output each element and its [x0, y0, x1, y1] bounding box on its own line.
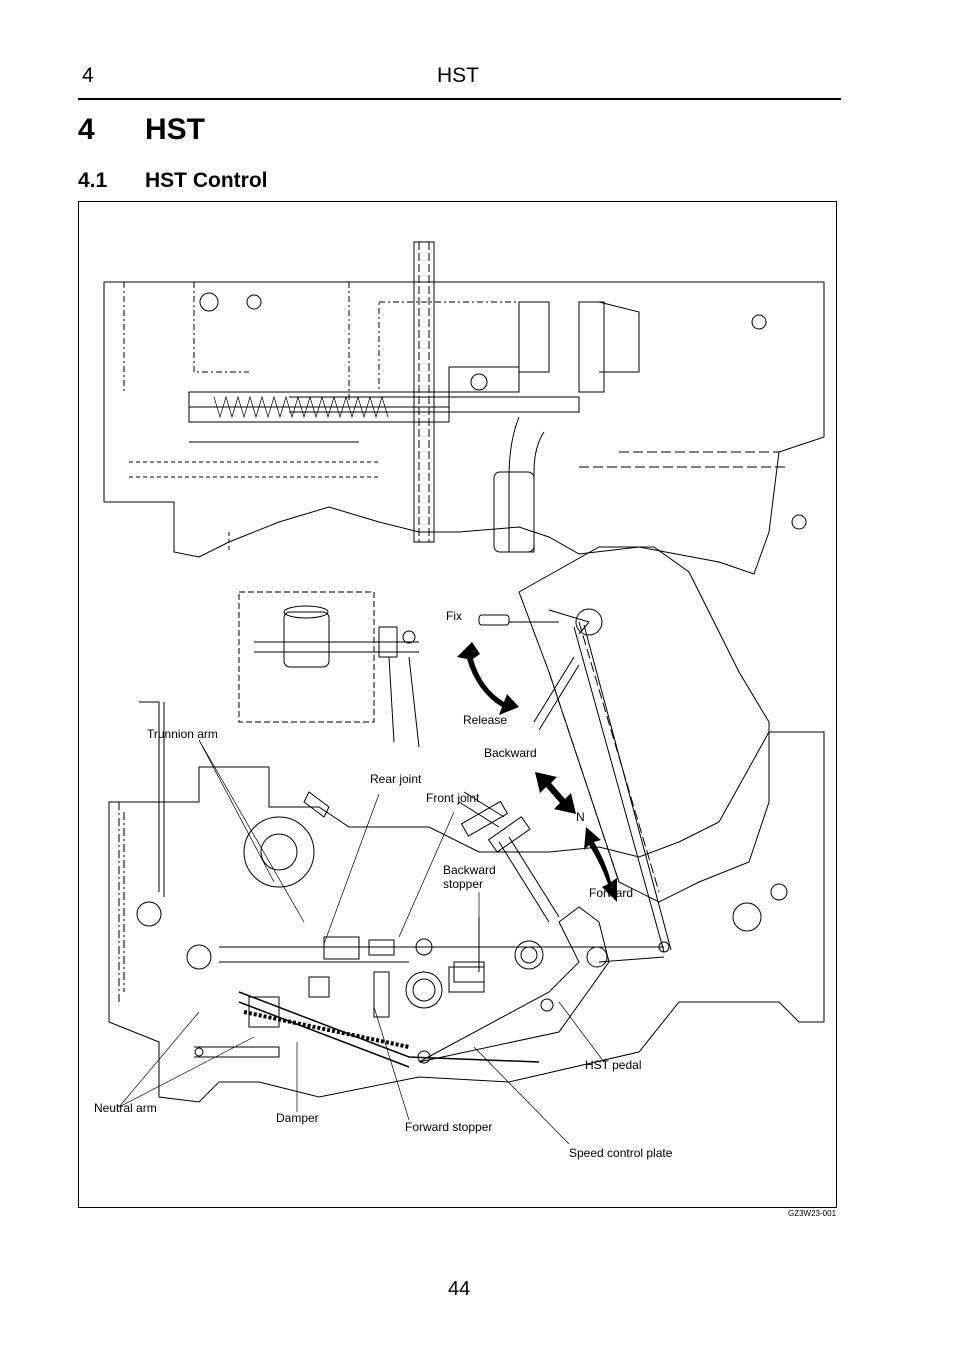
upper-frame-outline: [103, 281, 825, 575]
hst-pedal-arm: [498, 836, 560, 923]
figure-frame: Fix Release Backward N Forward Trunnion …: [78, 201, 837, 1208]
fix-release-arrow: [457, 642, 519, 715]
chapter-number: 4: [78, 113, 95, 146]
pedal-pivot: [514, 940, 544, 970]
leader-rear-joint: [323, 793, 380, 945]
hst-control-drawing: [103, 241, 825, 1145]
inset-detail-outline: [238, 591, 375, 723]
lower-housing-outline: [108, 731, 825, 1103]
boss: [405, 971, 443, 1009]
section-title: HST Control: [145, 169, 268, 192]
speed-control-plate: [418, 906, 610, 1063]
backward-n-arrow: [535, 772, 576, 814]
label-release: Release: [463, 713, 508, 727]
label-backward-stopper-line2: stopper: [443, 877, 484, 891]
label-trunnion-arm: Trunnion arm: [147, 727, 218, 741]
label-rear-joint: Rear joint: [370, 772, 422, 786]
lever-pivot: [575, 608, 603, 636]
label-forward: Forward: [589, 886, 634, 900]
upper-pedal-arm: [508, 416, 545, 553]
label-hst-pedal: HST pedal: [585, 1058, 642, 1072]
main-pivot: [243, 816, 315, 888]
label-speed-control-plate: Speed control plate: [569, 1146, 673, 1160]
label-n: N: [576, 810, 585, 824]
page-number: 44: [448, 1278, 471, 1300]
label-damper: Damper: [276, 1111, 319, 1125]
label-backward-stopper-line1: Backward: [443, 863, 496, 877]
parking-rod: [573, 624, 672, 953]
header-chapter-title: HST: [437, 64, 479, 87]
leader-neutral-arm: [118, 1011, 255, 1108]
lever-housing: [518, 546, 770, 903]
leader-hst-pedal: [558, 1001, 605, 1063]
label-neutral-arm: Neutral arm: [94, 1101, 157, 1115]
leader-front-joint: [398, 811, 455, 938]
n-forward-arrow: [584, 827, 617, 902]
leader-trunnion: [198, 739, 305, 923]
figure-code: GZ3W23-001: [788, 1209, 837, 1218]
label-backward: Backward: [484, 746, 537, 760]
label-front-joint: Front joint: [426, 791, 480, 805]
section-number: 4.1: [78, 169, 108, 192]
chapter-title: HST: [145, 113, 205, 146]
label-fix: Fix: [446, 609, 462, 623]
leader-forward-stopper: [373, 1006, 410, 1121]
label-forward-stopper: Forward stopper: [405, 1120, 493, 1134]
damper-belt: [243, 1010, 410, 1049]
leader-speed-control-plate: [473, 1046, 570, 1145]
header-rule: [78, 98, 841, 100]
header-chapter-number: 4: [82, 64, 94, 87]
